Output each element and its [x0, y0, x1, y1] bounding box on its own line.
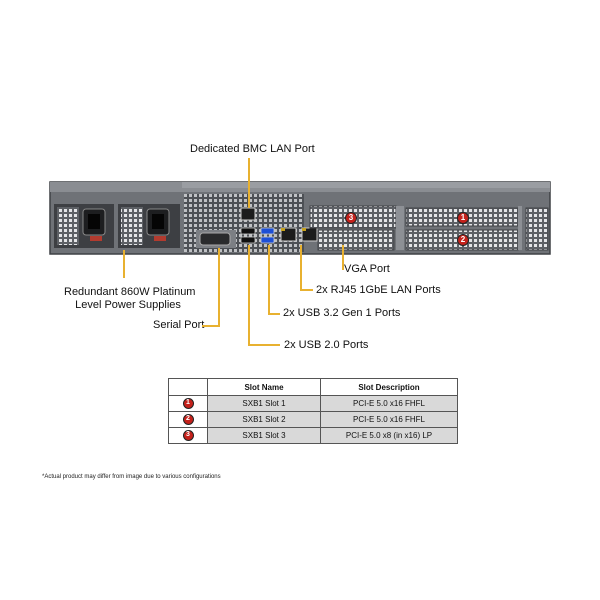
usb32-leader-horizontal	[268, 313, 280, 315]
rj45-lan-label: 2x RJ45 1GbE LAN Ports	[316, 284, 441, 296]
usb32-leader-vertical	[268, 245, 270, 315]
slot-number-badge: 3	[182, 430, 194, 441]
rj45-port-1	[280, 227, 297, 242]
usb20-port-2	[240, 236, 256, 244]
usb20-port-1	[240, 227, 256, 235]
slot-name-cell: SXB1 Slot 1	[207, 395, 321, 412]
power-supplies-label-line1: Redundant 860W Platinum	[64, 286, 196, 298]
power-supply-2	[118, 204, 180, 248]
rj45-leader-horizontal	[300, 289, 313, 291]
table-row: 2 SXB1 Slot 2 PCI-E 5.0 x16 FHFL	[168, 411, 458, 428]
usb32-ports-label: 2x USB 3.2 Gen 1 Ports	[283, 307, 401, 319]
serial-leader-vertical	[218, 248, 220, 327]
rj45-leader-vertical	[300, 245, 302, 291]
header-number	[168, 378, 208, 396]
bmc-lan-leader	[248, 158, 250, 208]
slot-name-cell: SXB1 Slot 2	[207, 411, 321, 428]
slot-marker-1: 1	[457, 212, 469, 224]
usb20-ports-label: 2x USB 2.0 Ports	[284, 339, 369, 351]
serial-port-label: Serial Port	[153, 319, 205, 331]
vga-port-label: VGA Port	[344, 263, 390, 275]
serial-leader-horizontal	[202, 325, 220, 327]
slot-table-header: Slot Name Slot Description	[168, 378, 458, 396]
slot-description-cell: PCI-E 5.0 x8 (in x16) LP	[320, 427, 458, 444]
slot-name-cell: SXB1 Slot 3	[207, 427, 321, 444]
bmc-lan-label: Dedicated BMC LAN Port	[190, 143, 315, 155]
slot-marker-2: 2	[457, 234, 469, 246]
slot-description-cell: PCI-E 5.0 x16 FHFL	[320, 411, 458, 428]
usb20-leader-vertical	[248, 245, 250, 346]
header-slot-description: Slot Description	[320, 378, 458, 396]
slot-description-cell: PCI-E 5.0 x16 FHFL	[320, 395, 458, 412]
slot-number-badge: 1	[182, 398, 194, 409]
table-row: 3 SXB1 Slot 3 PCI-E 5.0 x8 (in x16) LP	[168, 427, 458, 444]
serial-port	[199, 232, 231, 246]
slot-marker-3: 3	[345, 212, 357, 224]
power-supply-1	[54, 204, 114, 248]
slot-table: Slot Name Slot Description 1 SXB1 Slot 1…	[168, 378, 458, 444]
bmc-lan-port	[240, 207, 256, 221]
vga-leader-vertical	[342, 245, 344, 270]
usb32-port-2	[260, 236, 275, 244]
power-supplies-leader	[123, 250, 125, 278]
power-supplies-label: Redundant 860W Platinum Level Power Supp…	[64, 286, 196, 312]
usb20-leader-horizontal	[248, 344, 280, 346]
header-slot-name: Slot Name	[207, 378, 321, 396]
footnote: *Actual product may differ from image du…	[42, 474, 221, 480]
power-supplies-label-line2: Level Power Supplies	[75, 299, 181, 311]
usb32-port-1	[260, 227, 275, 235]
slot-number-badge: 2	[182, 414, 194, 425]
table-row: 1 SXB1 Slot 1 PCI-E 5.0 x16 FHFL	[168, 395, 458, 412]
